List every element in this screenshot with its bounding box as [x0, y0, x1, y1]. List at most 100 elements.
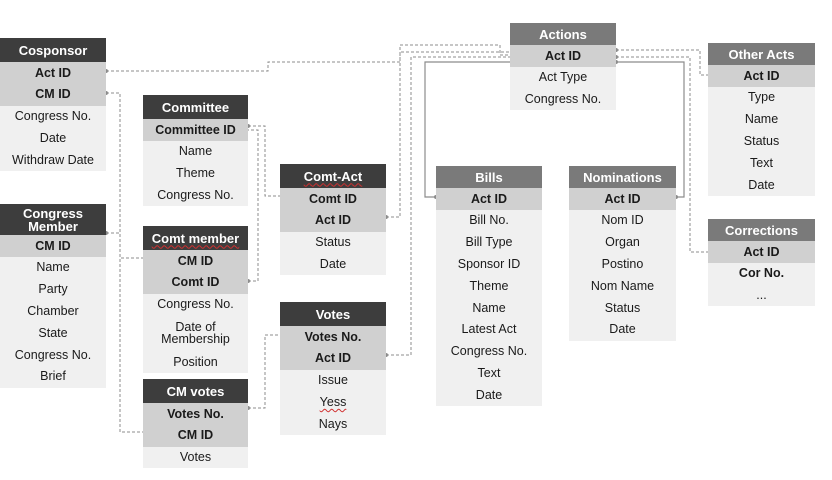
table-nominations: Nominations Act ID Nom ID Organ Postino … [569, 166, 676, 341]
table-cm-votes: CM votes Votes No. CM ID Votes [143, 379, 248, 469]
field-date: Date [609, 322, 636, 337]
field-name: Name [36, 260, 70, 275]
field-organ: Organ [605, 235, 640, 250]
field-act-id: Act ID [708, 241, 815, 263]
field-congress-no: Congress No. [157, 297, 234, 312]
field-chamber: Chamber [27, 304, 79, 319]
connector-cosponsor-actions [106, 44, 510, 72]
field-act-id: Act ID [510, 45, 616, 67]
table-cosponsor: Cosponsor Act ID CM ID Congress No. Date… [0, 38, 106, 171]
table-actions: Actions Act ID Act Type Congress No. [510, 23, 616, 111]
table-title: Bills [436, 166, 542, 188]
field-issue: Issue [318, 373, 348, 388]
field-status: Status [604, 300, 641, 315]
field-text: Text [750, 155, 773, 170]
field-nom-name: Nom Name [590, 278, 655, 293]
field-act-id: Act ID [708, 65, 815, 87]
field-text: Text [477, 366, 501, 381]
field-act-id: Act ID [569, 188, 676, 210]
field-theme: Theme [469, 278, 509, 293]
field-status: Status [315, 235, 351, 250]
table-title: Actions [510, 23, 616, 45]
table-comt-member: Comt member CM ID Comt ID Congress No. D… [143, 226, 248, 374]
field-date-of-membership: Date of Membership [161, 319, 230, 347]
field-nom-id: Nom ID [601, 213, 644, 228]
table-congress-member: Congress Member CM ID Name Party Chamber… [0, 204, 106, 388]
field-cm-id: CM ID [0, 235, 106, 257]
field-act-id: Act ID [436, 188, 542, 210]
field-ellipsis: ... [756, 288, 767, 303]
connector-comtmember-committee [248, 129, 259, 282]
field-date: Date [475, 387, 503, 402]
field-cm-id: CM ID [143, 250, 248, 272]
connector-congressmember-cmvotes [106, 232, 143, 433]
table-title: Cosponsor [0, 38, 106, 62]
table-other-acts: Other Acts Act ID Type Name Status Text … [708, 43, 815, 196]
table-title: Comt member [143, 226, 248, 250]
table-comt-act: Comt-Act Comt ID Act ID Status Date [280, 164, 386, 276]
field-votes-no: Votes No. [280, 326, 386, 348]
field-cor-no: Cor No. [738, 266, 785, 281]
table-title: Comt-Act [280, 164, 386, 188]
field-yess: Yess [280, 391, 386, 413]
table-title: CM votes [143, 379, 248, 403]
field-brief: Brief [40, 369, 66, 384]
table-title: Votes [280, 302, 386, 326]
table-votes: Votes Votes No. Act ID Issue Yess Nays [280, 302, 386, 435]
table-title-text: Comt member [151, 230, 240, 246]
connector-bills-actions [424, 61, 510, 198]
connector-actions-corrections [616, 56, 708, 253]
field-yess-text: Yess [319, 395, 347, 410]
field-act-id: Act ID [280, 347, 386, 370]
field-date: Date [319, 257, 347, 272]
field-congress-no: Congress No. [14, 347, 92, 362]
field-type: Type [747, 90, 776, 105]
table-title: Other Acts [708, 43, 815, 65]
field-nays: Nays [318, 416, 348, 431]
field-votes-no: Votes No. [143, 403, 248, 425]
field-act-type: Act Type [538, 70, 588, 85]
field-bill-no: Bill No. [469, 213, 509, 228]
table-committee: Committee Committee ID Name Theme Congre… [143, 95, 248, 207]
field-act-id: Act ID [280, 209, 386, 232]
field-party: Party [38, 282, 68, 297]
field-bill-type: Bill Type [465, 235, 513, 250]
connector-cosponsor-congressmember [106, 92, 143, 259]
field-sponsor-id: Sponsor ID [457, 257, 521, 272]
table-title: Nominations [569, 166, 676, 188]
field-date: Date [39, 131, 67, 146]
field-comt-id: Comt ID [280, 188, 386, 210]
field-state: State [38, 325, 68, 340]
connector-actions-otheracts [616, 49, 708, 76]
field-theme: Theme [176, 166, 215, 181]
field-cm-id: CM ID [0, 83, 106, 106]
table-title: Corrections [708, 219, 815, 241]
field-cm-id: CM ID [143, 424, 248, 447]
connector-committee-comtact [248, 125, 280, 197]
table-title: Committee [143, 95, 248, 119]
field-committee-id: Committee ID [143, 119, 248, 141]
table-corrections: Corrections Act ID Cor No. ... [708, 219, 815, 307]
field-date: Date [748, 177, 775, 192]
connector-cmvotes-votes [248, 334, 280, 409]
table-title-text: Comt-Act [303, 168, 363, 184]
connector-nominations-actions [616, 61, 685, 198]
field-position: Position [173, 355, 218, 370]
table-bills: Bills Act ID Bill No. Bill Type Sponsor … [436, 166, 542, 406]
table-title: Congress Member [0, 204, 106, 235]
connector-votes-actions [386, 56, 510, 356]
field-name: Name [744, 112, 779, 127]
field-congress-no: Congress No. [450, 344, 528, 359]
field-congress-no: Congress No. [157, 188, 234, 203]
field-comt-id: Comt ID [143, 271, 248, 294]
field-act-id: Act ID [0, 62, 106, 84]
field-postino: Postino [601, 257, 644, 272]
field-name: Name [178, 144, 213, 159]
field-name: Name [472, 300, 506, 315]
field-latest-act: Latest Act [461, 322, 517, 337]
field-status: Status [743, 134, 780, 149]
field-votes: Votes [179, 450, 212, 465]
field-withdraw-date: Withdraw Date [12, 152, 94, 167]
connector-comtact-actions [386, 51, 510, 218]
field-congress-no: Congress No. [14, 109, 92, 124]
